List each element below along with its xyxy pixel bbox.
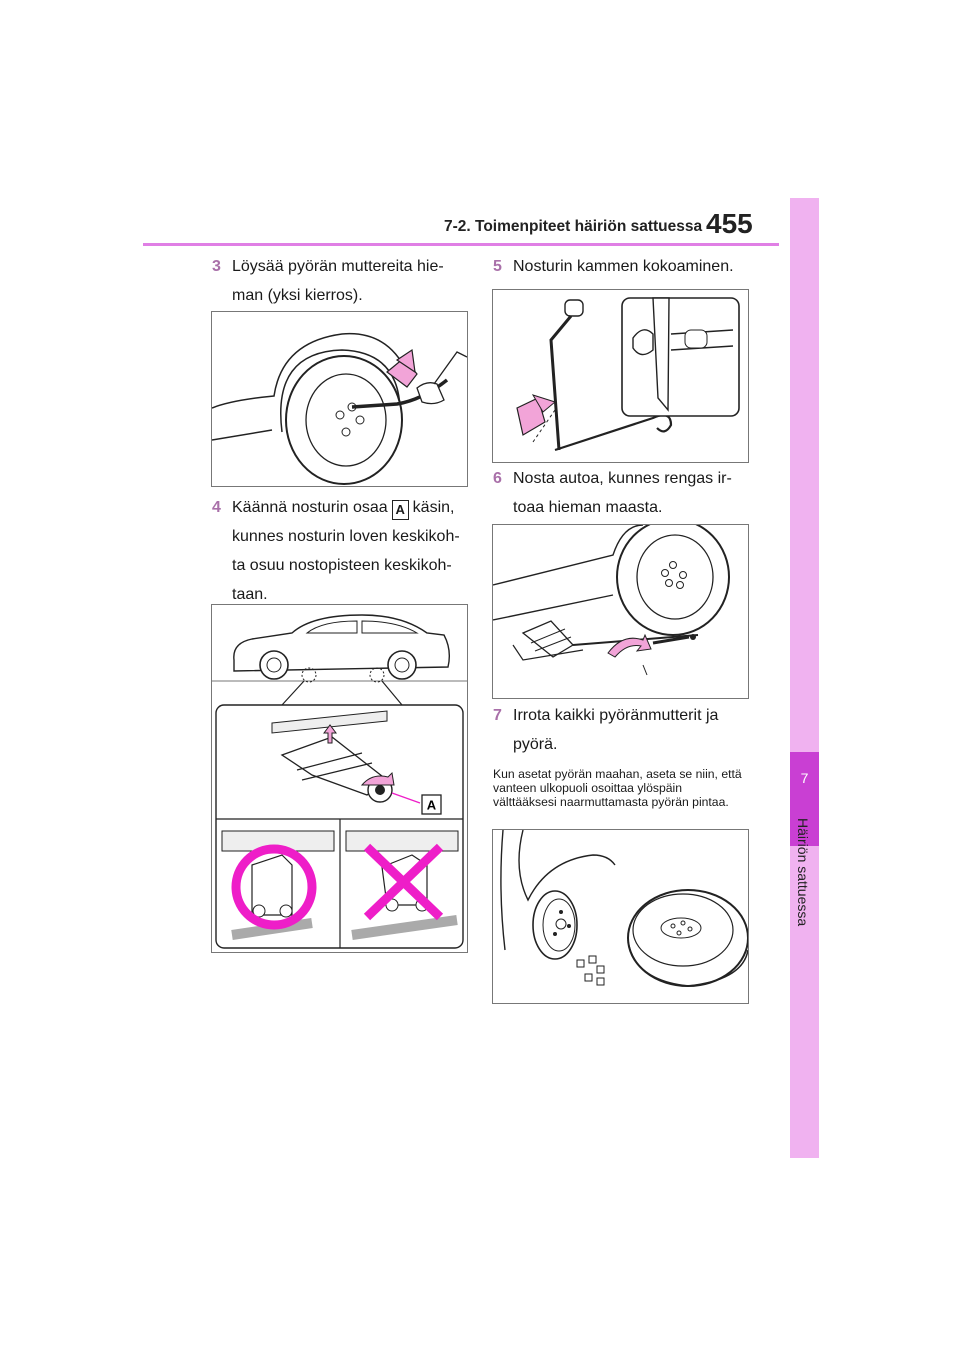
step-5: 5 Nosturin kammen kokoaminen. xyxy=(493,252,773,281)
section-title: 7-2. Toimenpiteet häiriön sattuessa xyxy=(444,218,703,235)
step-line: taan. xyxy=(232,586,268,603)
chapter-number: 7 xyxy=(800,770,809,786)
chapter-label-text: Häiriön sattuessa xyxy=(795,818,811,927)
chapter-number-box xyxy=(790,752,819,846)
figure-label-a: A xyxy=(427,798,437,813)
page-number: 455 xyxy=(706,208,753,239)
step-line: pyörä. xyxy=(513,736,558,753)
figure-raise-vehicle xyxy=(492,524,749,699)
figure-remove-wheel xyxy=(492,829,749,1004)
step-line: Nosta autoa, kunnes rengas ir- xyxy=(513,470,732,487)
step-3: 3 Löysää pyörän muttereita hie- man (yks… xyxy=(212,252,472,310)
step-line: kunnes nosturin loven keskikoh- xyxy=(232,528,460,545)
step-number: 5 xyxy=(493,258,502,275)
remove-wheel-illustration xyxy=(500,830,748,987)
step-line: man (yksi kierros). xyxy=(232,287,363,304)
step-number: 7 xyxy=(493,707,502,724)
step-number: 4 xyxy=(212,499,221,516)
step-line: toaa hieman maasta. xyxy=(513,499,663,516)
chapter-label: Häiriön sattuessa xyxy=(791,818,817,978)
assemble-handle-illustration xyxy=(516,297,740,452)
jack-position-illustration: A xyxy=(212,614,467,949)
callout-marker-a: A xyxy=(391,500,409,520)
figure-loosen-nuts xyxy=(211,311,468,487)
loosen-nuts-illustration xyxy=(212,332,467,485)
step-line: Irrota kaikki pyöränmutterit ja xyxy=(513,707,719,724)
step-line: Löysää pyörän muttereita hie- xyxy=(232,258,444,275)
raise-vehicle-illustration xyxy=(493,525,730,676)
step-number: 3 xyxy=(212,258,221,275)
header-rule xyxy=(143,243,779,246)
step-number: 6 xyxy=(493,470,502,487)
step-7: 7 Irrota kaikki pyöränmutterit ja pyörä. xyxy=(493,701,773,759)
note-text: Kun asetat pyörän maahan, aseta se niin,… xyxy=(493,767,742,809)
step-text-after-marker: käsin, xyxy=(412,499,455,516)
figure-assemble-handle xyxy=(492,289,749,463)
step-line: Nosturin kammen kokoaminen. xyxy=(513,258,734,275)
step-text-before-marker: Käännä nosturin osaa xyxy=(232,499,388,516)
figure-jack-position: A xyxy=(211,604,468,953)
chapter-tab xyxy=(790,198,819,1158)
step-6: 6 Nosta autoa, kunnes rengas ir- toaa hi… xyxy=(493,464,773,522)
step-line: ta osuu nostopisteen keskikoh- xyxy=(232,557,452,574)
